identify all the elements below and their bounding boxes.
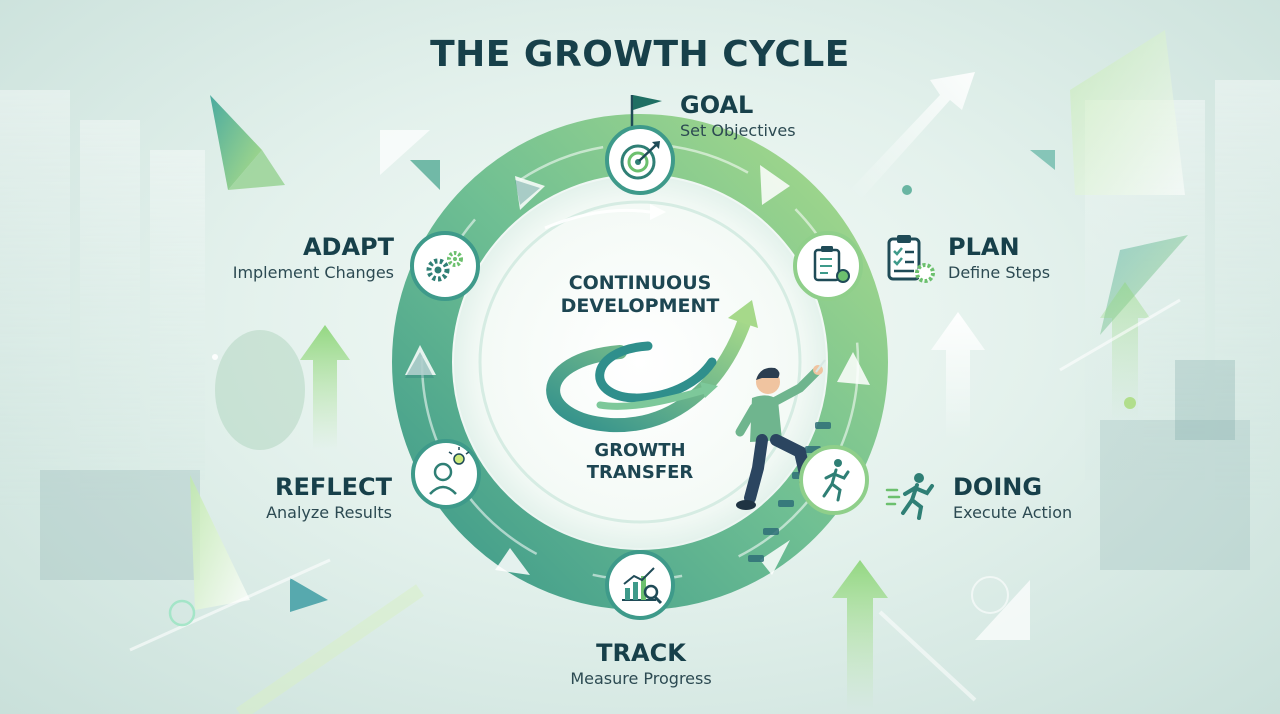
stage-description: Implement Changes (232, 263, 394, 282)
flag-icon (633, 95, 662, 110)
running-person-icon (822, 459, 850, 502)
plan-badge[interactable] (793, 231, 863, 301)
stage-description: Execute Action (953, 503, 1073, 522)
center-heading: CONTINUOUS DEVELOPMENT (520, 272, 760, 318)
gears-icon (426, 251, 463, 282)
doing-badge[interactable] (799, 445, 869, 515)
center-line-2: DEVELOPMENT (560, 295, 720, 317)
stage-label-reflect: REFLECT Analyze Results (132, 472, 392, 524)
running-person-icon (885, 473, 934, 520)
center-subheading: GROWTH TRANSFER (540, 440, 740, 484)
stage-label-doing: DOING Execute Action (953, 472, 1213, 524)
center-line-1: CONTINUOUS (568, 272, 712, 294)
stage-description: Analyze Results (266, 503, 392, 522)
stage-title: REFLECT (275, 473, 392, 501)
stage-title: PLAN (948, 233, 1020, 261)
center-line-3: GROWTH (594, 440, 686, 461)
clipboard-checklist-icon (887, 235, 935, 283)
track-badge[interactable] (605, 550, 675, 620)
stage-title: ADAPT (302, 233, 394, 261)
reflect-badge[interactable] (411, 439, 481, 509)
stage-label-track: TRACK Measure Progress (516, 638, 766, 690)
stage-label-plan: PLAN Define Steps (948, 232, 1208, 284)
stage-label-goal: GOAL Set Objectives (680, 90, 940, 142)
stage-description: Define Steps (948, 263, 1051, 282)
stage-title: DOING (953, 473, 1043, 501)
stage-description: Measure Progress (570, 669, 712, 688)
goal-badge[interactable] (605, 95, 675, 195)
target-icon (620, 141, 660, 180)
stage-label-adapt: ADAPT Implement Changes (134, 232, 394, 284)
center-line-4: TRANSFER (586, 462, 694, 483)
person-idea-icon (429, 447, 470, 495)
stage-description: Set Objectives (680, 121, 796, 140)
chart-magnifier-icon (622, 567, 663, 605)
stage-title: GOAL (680, 91, 754, 119)
clipboard-gear-icon (813, 246, 850, 283)
page-title: THE GROWTH CYCLE (430, 34, 850, 75)
adapt-badge[interactable] (410, 231, 480, 301)
climbing-person-illustration (735, 359, 826, 510)
stage-title: TRACK (596, 639, 686, 667)
